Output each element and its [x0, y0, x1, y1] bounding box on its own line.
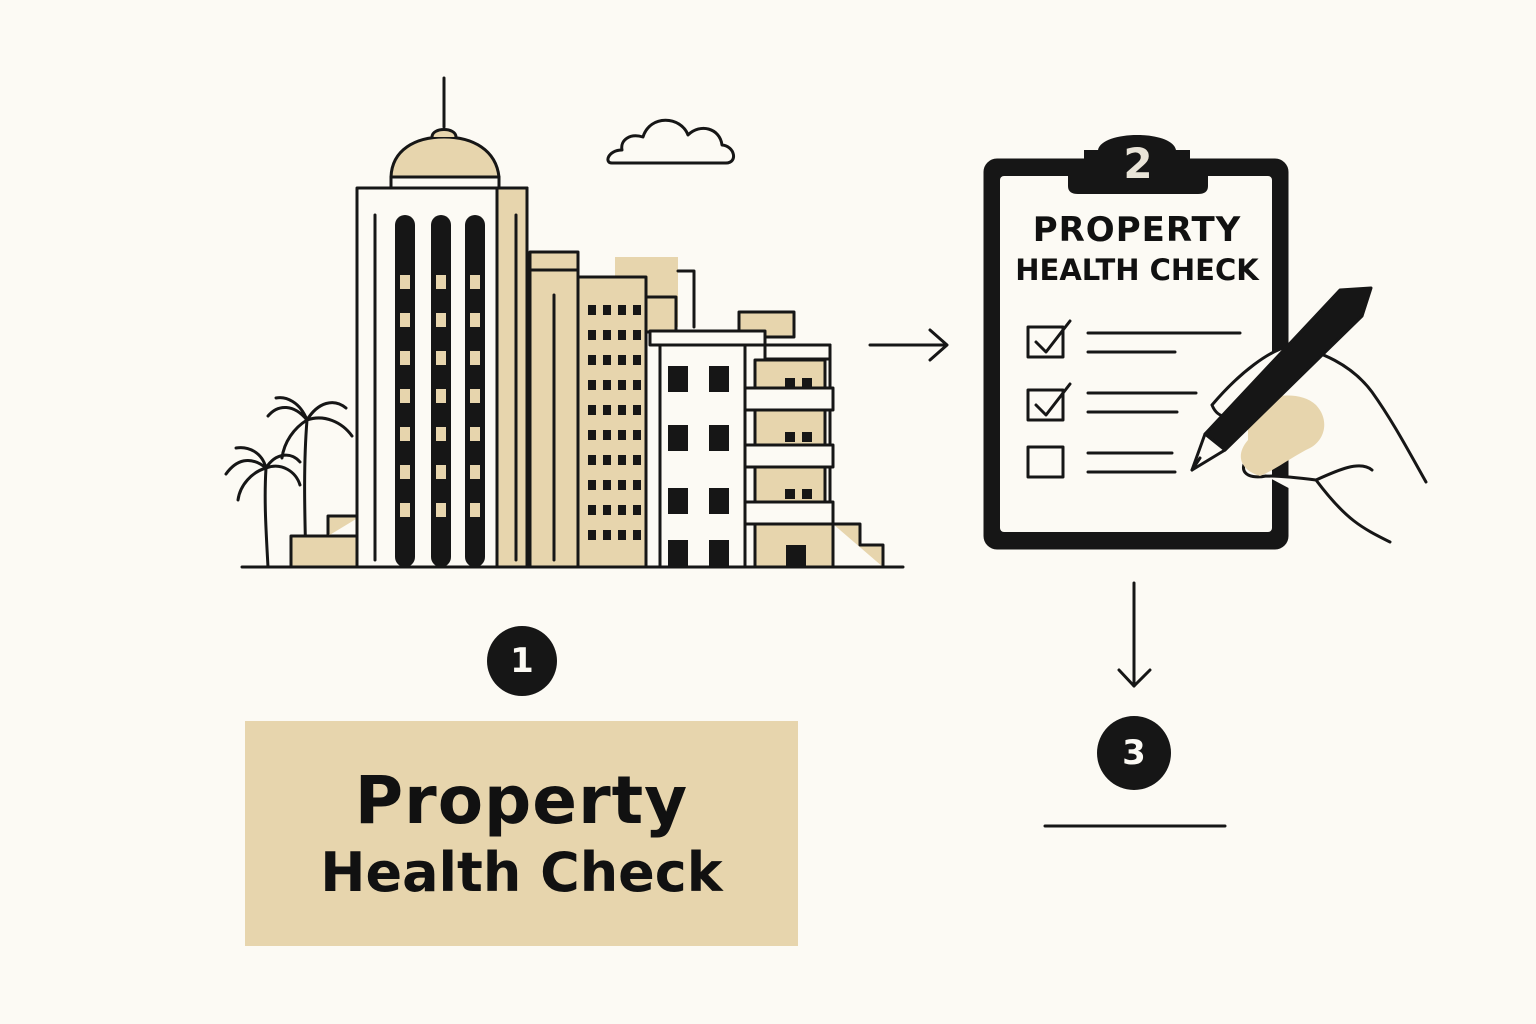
step-2-number: 2 — [1123, 138, 1153, 188]
tower-windows — [588, 305, 641, 540]
pen-icon — [1190, 286, 1373, 472]
clipboard-title-line-2: HEALTH CHECK — [1015, 253, 1259, 287]
buildings-icon — [289, 76, 885, 569]
clipboard-title-line-1: PROPERTY — [1032, 210, 1242, 250]
title-line-1: Property — [354, 761, 689, 839]
clipboard-title: PROPERTY HEALTH CHECK — [992, 210, 1282, 290]
title-panel: Property Health Check — [245, 721, 798, 946]
step-1-badge: 1 — [487, 626, 557, 696]
clipboard-icon — [983, 135, 1289, 550]
title-line-2: Health Check — [320, 840, 723, 904]
step-3-badge: 3 — [1097, 716, 1171, 790]
arrow-down-icon — [1117, 581, 1152, 688]
palm-tree-icon — [224, 396, 354, 569]
cloud-icon — [606, 118, 735, 165]
arrow-right-icon — [868, 328, 949, 362]
